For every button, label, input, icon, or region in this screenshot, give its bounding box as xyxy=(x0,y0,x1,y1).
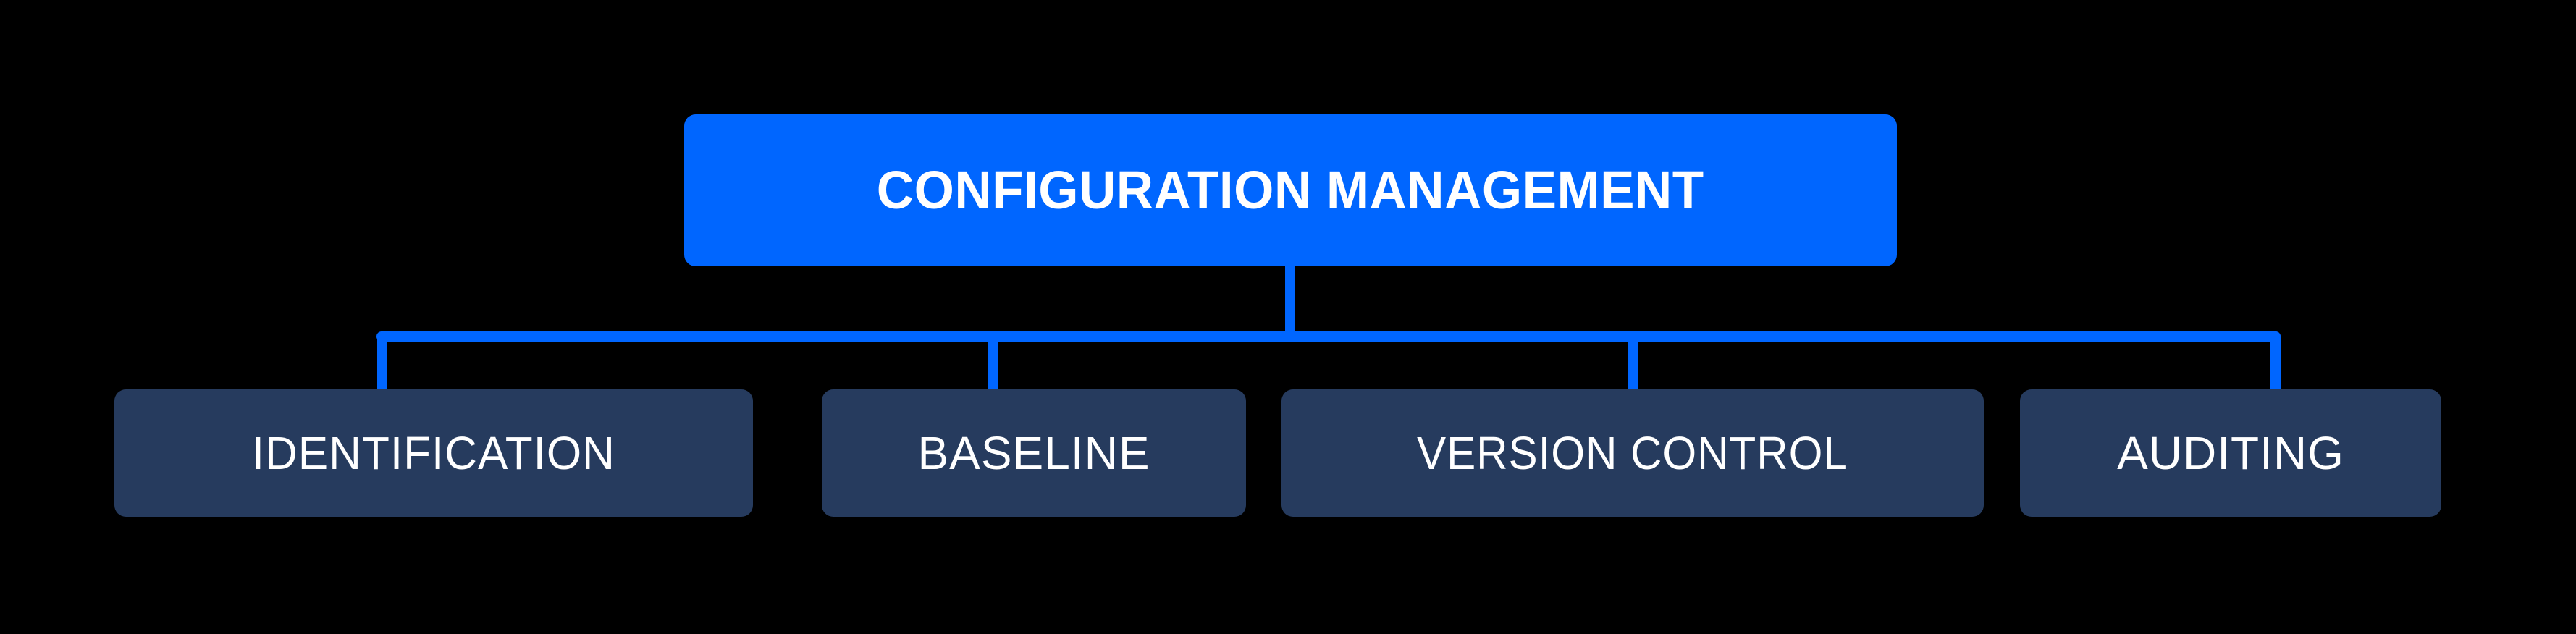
root-node-configuration-management[interactable]: CONFIGURATION MANAGEMENT xyxy=(684,114,1897,266)
connector-bus-horizontal xyxy=(376,331,2281,342)
child-node-label: BASELINE xyxy=(917,427,1150,479)
child-node-label: AUDITING xyxy=(2117,427,2344,479)
connector-stem-vertical xyxy=(1285,262,1295,339)
connector-drop-baseline xyxy=(988,331,998,392)
connector-drop-version-control xyxy=(1628,331,1638,392)
connector-drop-identification xyxy=(377,331,387,392)
child-node-label: VERSION CONTROL xyxy=(1417,427,1848,479)
child-node-auditing[interactable]: AUDITING xyxy=(2020,389,2441,517)
child-node-baseline[interactable]: BASELINE xyxy=(822,389,1246,517)
child-node-identification[interactable]: IDENTIFICATION xyxy=(114,389,753,517)
connector-drop-auditing xyxy=(2270,331,2281,392)
root-node-label: CONFIGURATION MANAGEMENT xyxy=(877,160,1704,220)
child-node-version-control[interactable]: VERSION CONTROL xyxy=(1281,389,1984,517)
child-node-label: IDENTIFICATION xyxy=(251,427,616,479)
